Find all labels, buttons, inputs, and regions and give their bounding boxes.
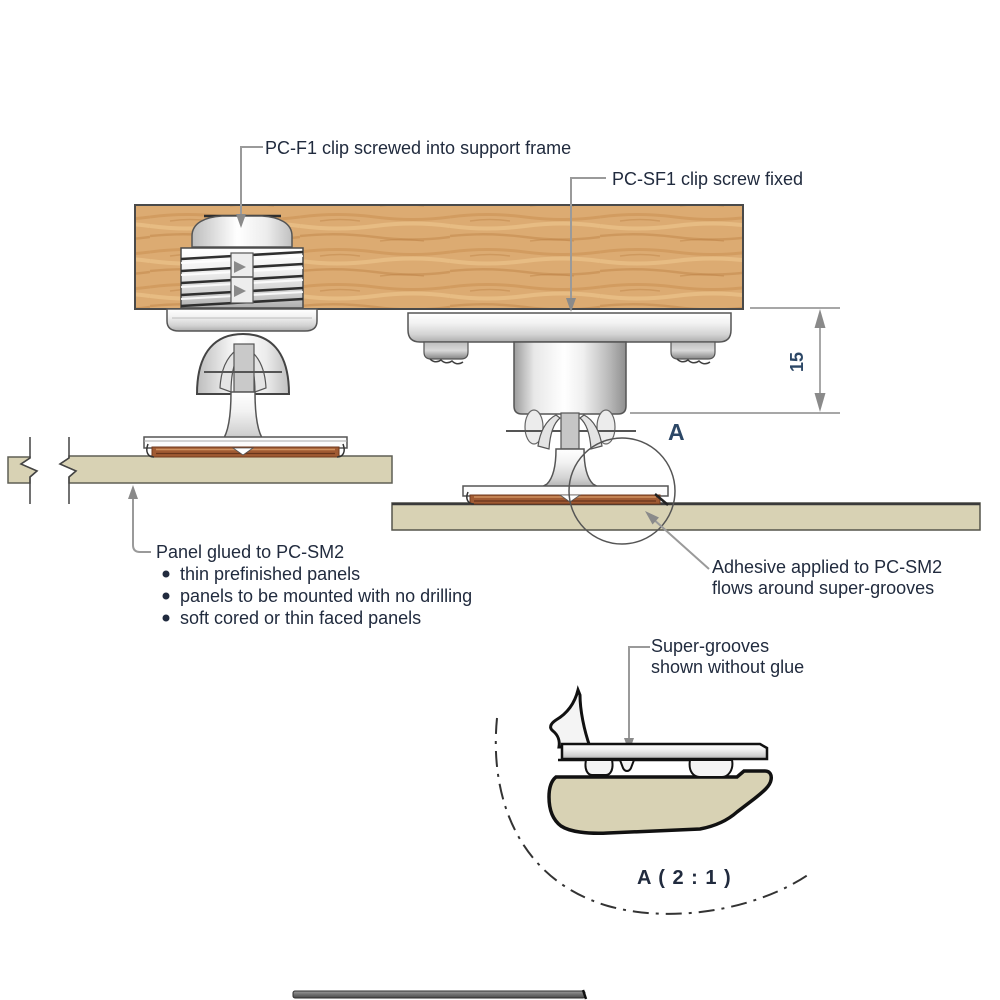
pcf1-slot-notch-upper (234, 261, 246, 273)
stud-center-post (233, 343, 255, 393)
bottom-scale-bar (292, 989, 588, 1000)
clip-wing-left (524, 409, 544, 445)
pcsf1-screw-foot-left (423, 341, 469, 365)
pcf1-flange (166, 308, 318, 332)
dim-value-text: 15 (787, 352, 807, 372)
detail-plate-bar (560, 742, 769, 761)
label-pcf1: PC-F1 clip screwed into support frame (265, 138, 571, 158)
label-detail-marker-A: A (668, 419, 685, 445)
detail-groove-foot-1 (584, 759, 614, 776)
pcsf1-clip-assembly (407, 312, 732, 506)
scale-bar (292, 990, 586, 999)
pcsm2-base-plate-left (143, 436, 348, 449)
label-supergrooves-line2: shown without glue (651, 657, 804, 677)
detail-groove-foot-3 (688, 759, 734, 778)
pcsf1-screw-foot-right (670, 341, 716, 365)
label-detail-title: A ( 2 : 1 ) (637, 867, 732, 889)
pcf1-slot-notch-lower (234, 285, 246, 297)
label-pcsf1: PC-SF1 clip screw fixed (612, 169, 803, 189)
bullet-dot-1 (162, 570, 170, 578)
leader-pcf1 (240, 146, 263, 217)
pcf1-head-cap (191, 215, 293, 248)
groove-gap-left (231, 447, 255, 456)
detail-view-a21 (494, 685, 813, 915)
label-bullet-2: panels to be mounted with no drilling (180, 586, 472, 606)
leader-panel-glued (132, 493, 151, 553)
label-adhesive-line2: flows around super-grooves (712, 578, 934, 598)
detail-circle-A (568, 437, 676, 545)
detail-boundary-arc (494, 717, 813, 915)
label-panel-glued-heading: Panel glued to PC-SM2 (156, 542, 344, 562)
label-bullet-3: soft cored or thin faced panels (180, 608, 421, 628)
dim-arrow-up (814, 309, 826, 328)
left-panel (58, 455, 393, 484)
dim-arrow-down (814, 393, 826, 412)
clip-claw-left (537, 414, 561, 450)
detail-clip-edge-flange (549, 685, 593, 749)
arrow-pcsf1 (566, 298, 576, 312)
detail-groove-foot-2 (618, 759, 636, 772)
label-bullet-1: thin prefinished panels (180, 564, 360, 584)
break-line-right (58, 437, 78, 504)
groove-edge-tick (654, 493, 669, 506)
leader-supergrooves (628, 646, 650, 742)
pcsm2-stud-left (143, 332, 348, 458)
label-supergrooves-line1: Super-grooves (651, 636, 769, 656)
left-panel-group (7, 437, 393, 504)
clip-wing-right (596, 409, 616, 445)
arrow-pcf1 (236, 214, 246, 228)
clip-claw-right (579, 414, 603, 450)
pcsf1-cylinder-body (513, 341, 627, 415)
leader-adhesive (651, 517, 710, 570)
arrow-adhesive (645, 511, 659, 525)
label-adhesive-line1: Adhesive applied to PC-SM2 (712, 557, 942, 577)
bullet-dot-2 (162, 592, 170, 600)
right-panel-group (391, 502, 981, 531)
right-panel (391, 502, 981, 531)
break-line-left (19, 437, 39, 504)
detail-panel-section (547, 769, 773, 835)
bullet-dot-3 (162, 614, 170, 622)
annotation-labels: PC-F1 clip screwed into support frame PC… (156, 138, 942, 889)
leader-lines (132, 146, 710, 742)
pcf1-screw-clip (166, 214, 318, 332)
leader-pcsf1 (570, 177, 606, 301)
pcsf1-top-plate (407, 312, 732, 343)
dimension-15: 15 (630, 307, 840, 414)
arrow-panel-glued (128, 485, 138, 499)
clip-center-post (560, 412, 580, 450)
left-panel-stub (7, 456, 39, 484)
